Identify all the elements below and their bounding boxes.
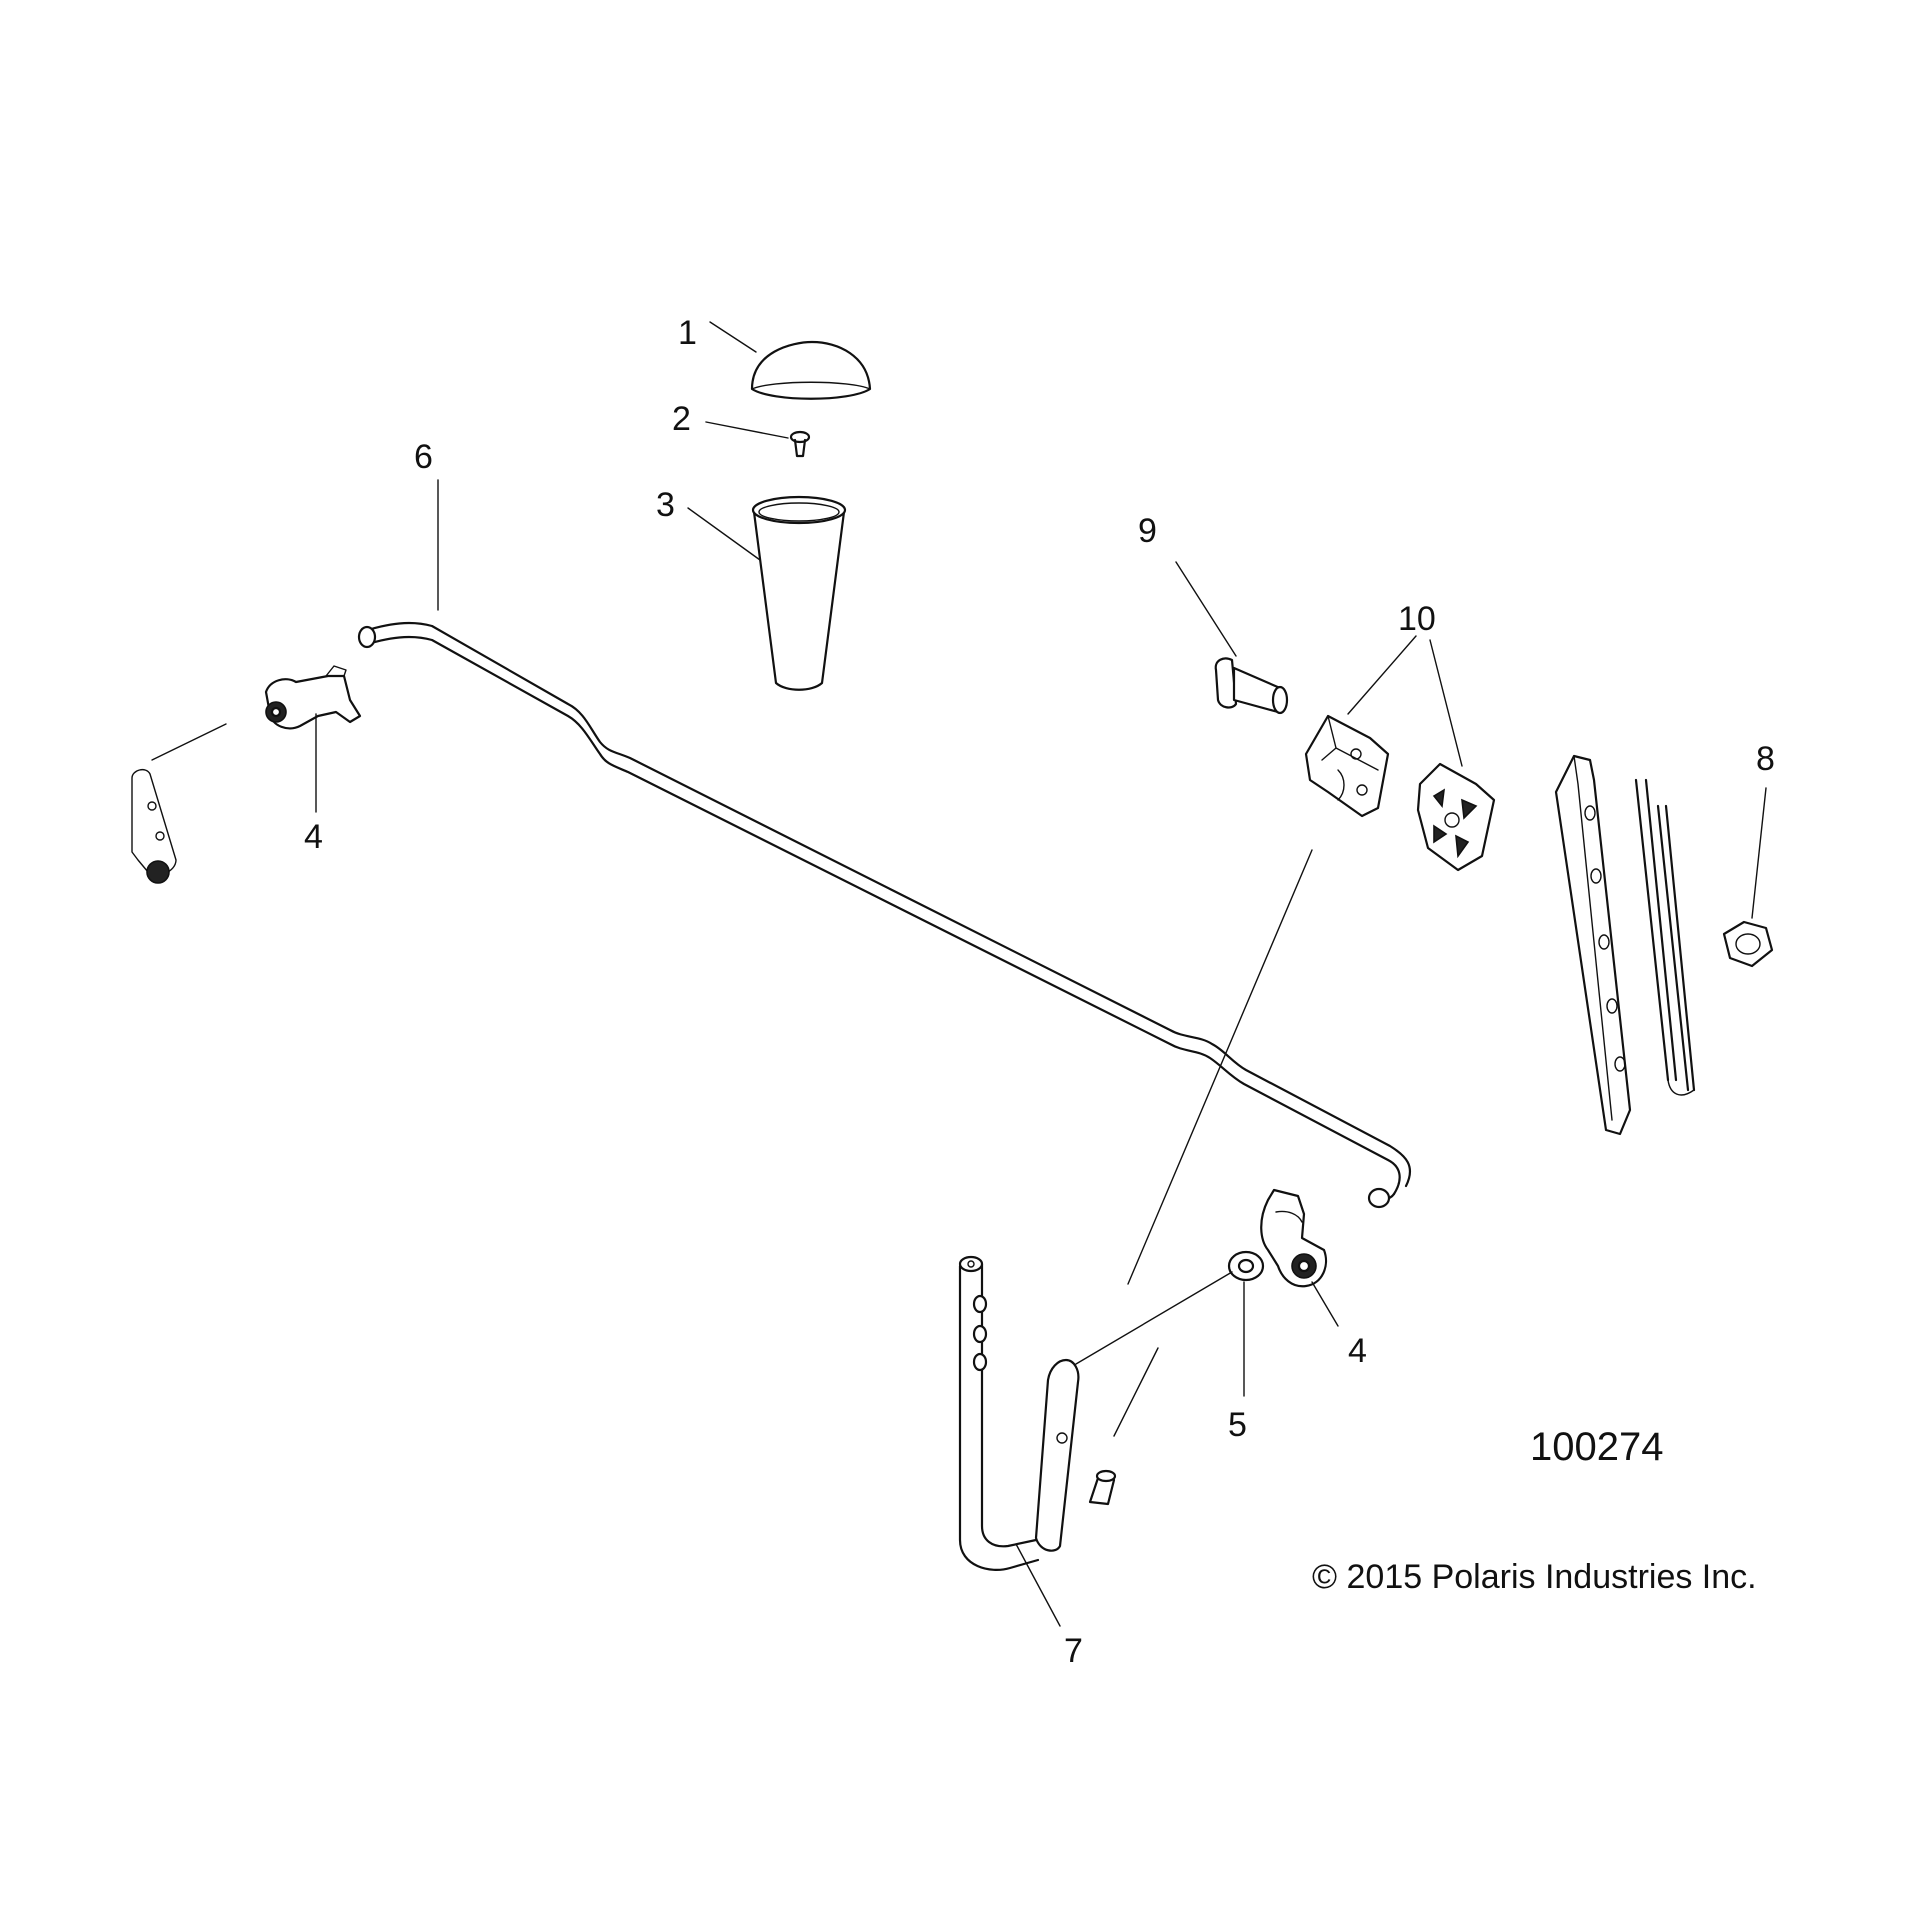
part-10-bushing-right xyxy=(1416,762,1496,872)
callout-5: 5 xyxy=(1228,1406,1247,1444)
part-2-screw xyxy=(789,430,811,458)
callout-7: 7 xyxy=(1064,1632,1083,1670)
part-9-bolt xyxy=(1214,657,1289,715)
part-10-bushing-left xyxy=(1304,714,1390,818)
callout-4-left: 4 xyxy=(304,818,323,856)
callout-4-right: 4 xyxy=(1348,1332,1367,1370)
part-3-shift-knob xyxy=(751,495,847,691)
callout-1: 1 xyxy=(678,314,697,352)
part-1-cap xyxy=(750,340,872,400)
callout-6: 6 xyxy=(414,438,433,476)
part-7-shift-lever xyxy=(958,1255,1117,1571)
callout-3: 3 xyxy=(656,486,675,524)
part-8-nut xyxy=(1722,920,1774,968)
leader-lines xyxy=(151,321,1767,1627)
callout-labels: 1 2 3 6 9 10 8 4 4 5 7 xyxy=(304,314,1775,1670)
part-6-shift-rod xyxy=(357,621,1412,1209)
figure-id: 100274 xyxy=(1530,1425,1663,1469)
callout-10: 10 xyxy=(1398,600,1436,638)
mounting-bracket xyxy=(1554,754,1696,1136)
callout-2: 2 xyxy=(672,400,691,438)
part-5-washer xyxy=(1227,1250,1265,1282)
callout-8: 8 xyxy=(1756,740,1775,778)
callout-9: 9 xyxy=(1138,512,1157,550)
part-4-clip-left xyxy=(131,665,362,884)
copyright-notice: © 2015 Polaris Industries Inc. xyxy=(1312,1558,1757,1596)
part-4-clip-right xyxy=(1260,1188,1328,1288)
